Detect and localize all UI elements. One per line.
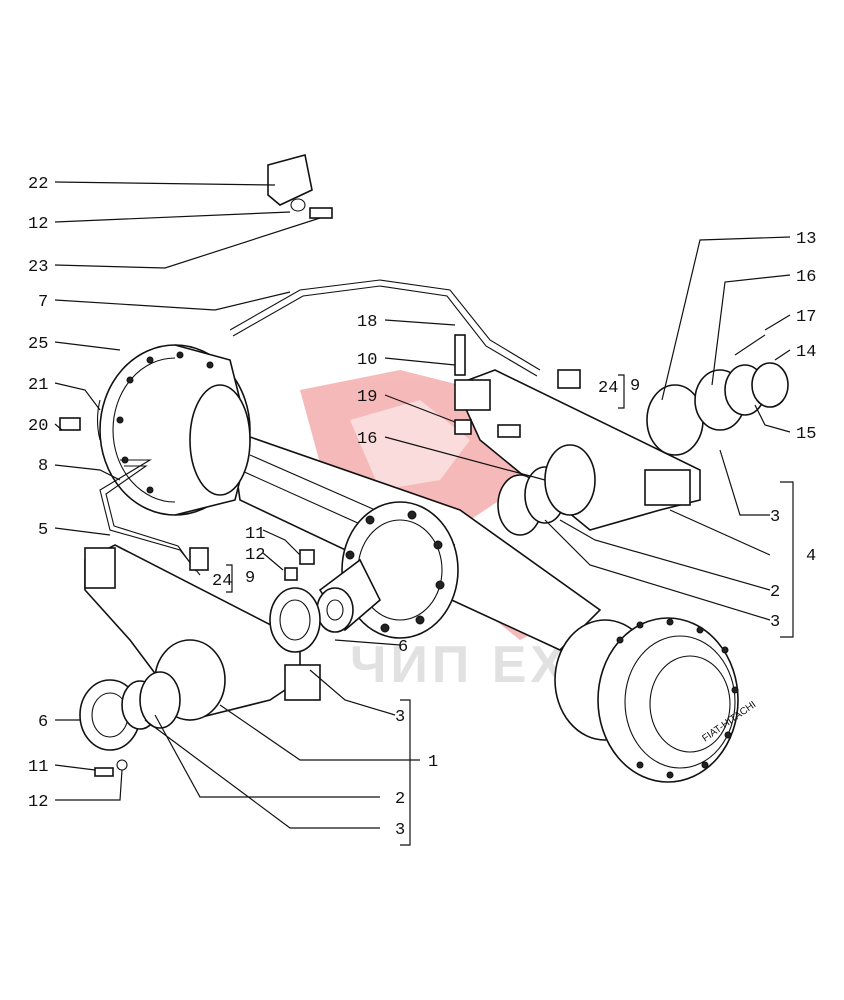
label-1: 1 bbox=[428, 753, 438, 772]
left-bushings bbox=[79, 671, 181, 751]
label-23: 23 bbox=[28, 258, 48, 277]
label-24: 24 bbox=[212, 572, 232, 591]
label-24-b: 24 bbox=[598, 379, 618, 398]
watermark-text: ЧИП ЕХ bbox=[350, 636, 569, 694]
label-5: 5 bbox=[38, 521, 48, 540]
label-9-b: 9 bbox=[630, 377, 640, 396]
label-8: 8 bbox=[38, 457, 48, 476]
label-18: 18 bbox=[357, 313, 377, 332]
label-6: 6 bbox=[38, 713, 48, 732]
label-12-b: 12 bbox=[28, 793, 48, 812]
fittings bbox=[59, 334, 581, 777]
label-21: 21 bbox=[28, 376, 48, 395]
callout-labels: 22 12 23 7 25 21 20 8 5 6 11 12 24 9 11 … bbox=[28, 175, 816, 840]
label-12-c: 12 bbox=[245, 546, 265, 565]
label-4: 4 bbox=[806, 547, 816, 566]
label-3-b: 3 bbox=[770, 613, 780, 632]
label-17: 17 bbox=[796, 308, 816, 327]
clip-assembly bbox=[267, 154, 333, 219]
label-10: 10 bbox=[357, 351, 377, 370]
right-wheel-hub: FIAT-HITACHI bbox=[554, 617, 758, 783]
label-6-b: 6 bbox=[398, 638, 408, 657]
label-3-d: 3 bbox=[395, 821, 405, 840]
label-19: 19 bbox=[357, 388, 377, 407]
label-16-b: 16 bbox=[796, 268, 816, 287]
label-2: 2 bbox=[770, 583, 780, 602]
label-16: 16 bbox=[357, 430, 377, 449]
label-3: 3 bbox=[770, 508, 780, 527]
label-13: 13 bbox=[796, 230, 816, 249]
label-22: 22 bbox=[28, 175, 48, 194]
label-2-b: 2 bbox=[395, 790, 405, 809]
label-20: 20 bbox=[28, 417, 48, 436]
center-bushings bbox=[269, 444, 596, 653]
label-11-b: 11 bbox=[245, 525, 265, 544]
left-wheel-hub bbox=[96, 344, 251, 516]
axle-housing bbox=[229, 428, 602, 651]
label-9: 9 bbox=[245, 569, 255, 588]
label-14: 14 bbox=[796, 343, 816, 362]
leader-lines bbox=[54, 181, 794, 846]
right-bushings bbox=[646, 334, 789, 456]
label-11: 11 bbox=[28, 758, 48, 777]
label-15: 15 bbox=[796, 425, 816, 444]
label-7: 7 bbox=[38, 293, 48, 312]
brake-pipe bbox=[99, 279, 541, 576]
left-support-cradle bbox=[84, 544, 321, 721]
label-25: 25 bbox=[28, 335, 48, 354]
label-12: 12 bbox=[28, 215, 48, 234]
label-3-c: 3 bbox=[395, 708, 405, 727]
